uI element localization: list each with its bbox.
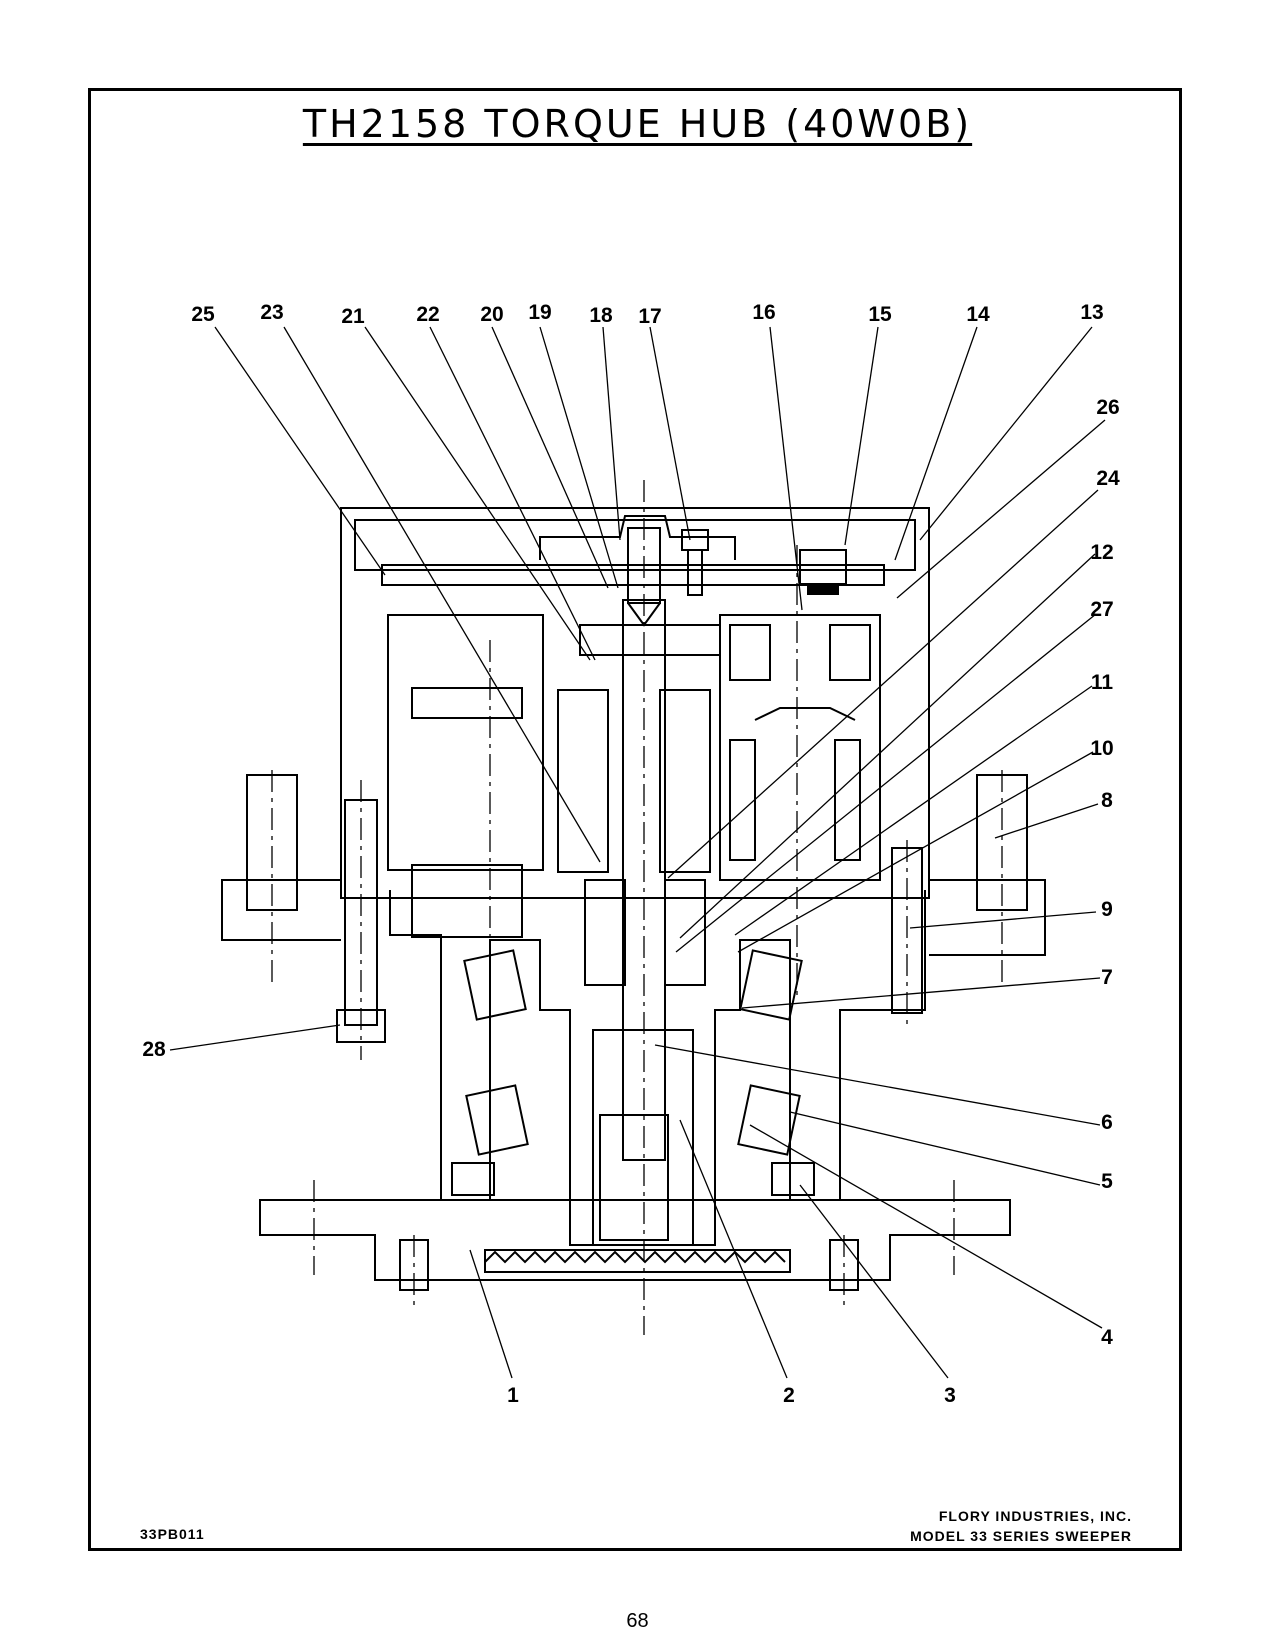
callout-26: 26 — [1096, 396, 1120, 419]
spring-housing-right — [664, 879, 706, 986]
callout-9: 9 — [1101, 898, 1113, 921]
needle-bearing-right — [834, 739, 861, 861]
drawing-code: 33PB011 — [140, 1526, 205, 1542]
drawing-title: TH2158 TORQUE HUB (40W0B) — [302, 102, 973, 146]
centerlines — [271, 480, 1003, 1335]
coupling-right — [659, 689, 711, 873]
plug — [799, 549, 847, 585]
cover-lip — [381, 564, 885, 586]
needle-bearing-top — [729, 624, 771, 681]
planet-shaft-head — [754, 707, 856, 721]
callout-12: 12 — [1090, 541, 1114, 564]
page-number: 68 — [626, 1610, 649, 1632]
sun-gear-top — [579, 624, 721, 656]
spindle-socket — [599, 1114, 669, 1241]
model-name: MODEL 33 SERIES SWEEPER — [910, 1528, 1132, 1544]
seal-left — [451, 1162, 495, 1196]
needle-bearing-top-right — [829, 624, 871, 681]
upper-bearing-right — [739, 949, 803, 1021]
callout-16: 16 — [752, 301, 776, 324]
hub-assembly — [221, 507, 1046, 1291]
left-ear — [221, 879, 341, 941]
seal-right — [771, 1162, 815, 1196]
spring-housing-left — [584, 879, 626, 986]
plug-seal — [807, 583, 839, 595]
callout-8: 8 — [1101, 789, 1113, 812]
callout-3: 3 — [944, 1384, 956, 1407]
housing — [340, 507, 930, 899]
callout-2: 2 — [783, 1384, 795, 1407]
spindle-bore — [592, 1029, 694, 1246]
left-gear-cluster — [387, 614, 544, 871]
callout-27: 27 — [1090, 598, 1114, 621]
left-planet — [411, 687, 523, 719]
callout-17: 17 — [638, 305, 662, 328]
left-lower-planet — [411, 864, 523, 938]
callout-13: 13 — [1080, 301, 1104, 324]
mounting-flange — [259, 1199, 1011, 1281]
top-boss — [539, 515, 736, 560]
callout-6: 6 — [1101, 1111, 1113, 1134]
lower-bearing-right — [737, 1084, 801, 1156]
callout-21: 21 — [341, 305, 365, 328]
callout-7: 7 — [1101, 966, 1113, 989]
callout-19: 19 — [528, 301, 552, 324]
callout-11: 11 — [1090, 671, 1114, 694]
title-block: FLORY INDUSTRIES, INC. MODEL 33 SERIES S… — [910, 1506, 1132, 1546]
company-name: FLORY INDUSTRIES, INC. — [938, 1508, 1132, 1524]
callout-15: 15 — [868, 303, 892, 326]
leader-lines — [169, 326, 1106, 1379]
callout-28: 28 — [142, 1038, 166, 1061]
coupling-left — [557, 689, 609, 873]
callout-20: 20 — [480, 303, 504, 326]
spline-teeth — [484, 1250, 786, 1264]
drawing-border — [88, 88, 1182, 1551]
right-ear — [929, 879, 1046, 956]
callout-23: 23 — [260, 301, 284, 324]
callout-5: 5 — [1101, 1170, 1113, 1193]
needle-bearing-left — [729, 739, 756, 861]
lower-bearing-left — [465, 1084, 529, 1156]
callout-18: 18 — [589, 304, 613, 327]
cap-screw — [681, 529, 709, 551]
callout-24: 24 — [1096, 467, 1120, 490]
callout-14: 14 — [966, 303, 990, 326]
callout-25: 25 — [191, 303, 215, 326]
callout-10: 10 — [1090, 737, 1114, 760]
cap-screw-shank — [687, 549, 703, 596]
cover-plate — [354, 519, 916, 571]
callout-22: 22 — [416, 303, 440, 326]
callout-1: 1 — [507, 1384, 519, 1407]
upper-bearing-left — [463, 949, 527, 1021]
right-gear-cluster — [719, 614, 881, 881]
callout-4: 4 — [1101, 1326, 1113, 1349]
spindle-housing — [389, 890, 926, 1246]
